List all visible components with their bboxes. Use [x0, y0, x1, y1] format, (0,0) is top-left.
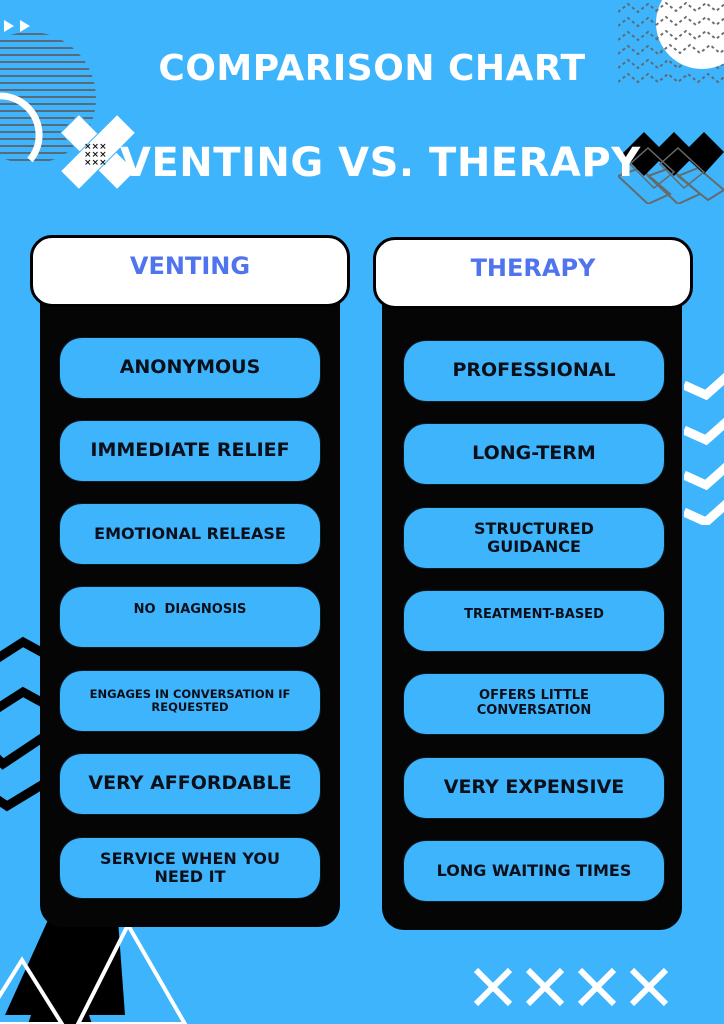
therapy-header: THERAPY	[373, 237, 693, 309]
triangles-icon	[0, 920, 188, 1024]
therapy-item-long-term: LONG-TERM	[404, 424, 664, 484]
venting-item-no-diagnosis: NO DIAGNOSIS	[60, 587, 320, 647]
venting-item-emotional-release: EMOTIONAL RELEASE	[60, 504, 320, 564]
page-title: VENTING VS. THERAPY	[120, 140, 641, 186]
white-circle-icon	[655, 0, 724, 69]
x-cross-icon: ×××××××××	[59, 113, 137, 191]
therapy-item-structured-guidance: STRUCTURED GUIDANCE	[404, 508, 664, 568]
x-row-icon	[474, 968, 669, 1007]
svg-text:×××: ×××	[84, 158, 107, 168]
therapy-item-expensive: VERY EXPENSIVE	[404, 758, 664, 818]
therapy-header-label: THERAPY	[470, 254, 596, 282]
venting-item-service: SERVICE WHEN YOU NEED IT	[60, 838, 320, 898]
diamond-cluster-icon	[618, 132, 724, 204]
play-arrows-icon	[4, 20, 30, 32]
svg-text:×××: ×××	[84, 150, 107, 160]
venting-item-immediate-relief: IMMEDIATE RELIEF	[60, 421, 320, 481]
venting-item-affordable: VERY AFFORDABLE	[60, 754, 320, 814]
therapy-item-professional: PROFESSIONAL	[404, 341, 664, 401]
svg-text:×××: ×××	[84, 142, 107, 152]
venting-item-anonymous: ANONYMOUS	[60, 338, 320, 398]
therapy-item-treatment-based: TREATMENT-BASED	[404, 591, 664, 651]
venting-header-label: VENTING	[129, 252, 251, 280]
chart-subtitle: COMPARISON CHART	[158, 48, 586, 89]
chevron-stack-left-icon	[0, 636, 45, 812]
chevron-stack-right-icon	[684, 372, 724, 525]
venting-header: VENTING	[30, 235, 350, 307]
venting-item-conversation: ENGAGES IN CONVERSATION IF REQUESTED	[60, 671, 320, 731]
therapy-item-waiting-times: LONG WAITING TIMES	[404, 841, 664, 901]
therapy-item-little-conversation: OFFERS LITTLE CONVERSATION	[404, 674, 664, 734]
